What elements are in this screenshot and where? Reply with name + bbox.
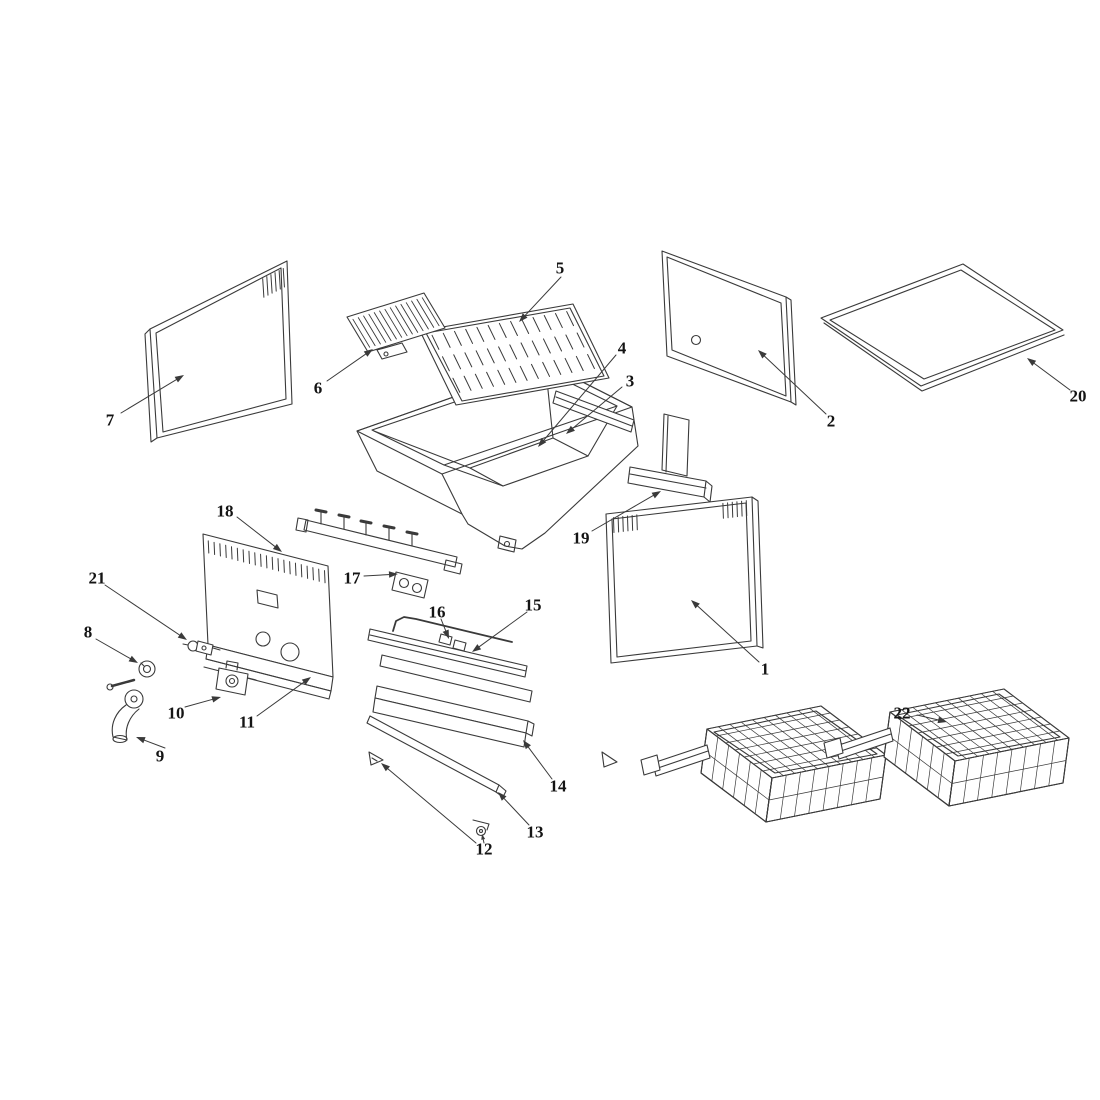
part-7-left-side-panel bbox=[144, 260, 293, 443]
part-20-cover-sheet bbox=[820, 263, 1065, 392]
part-label-4: 4 bbox=[617, 338, 627, 358]
part-label-19: 19 bbox=[572, 528, 590, 548]
manifold-bolts bbox=[314, 508, 419, 547]
vent-slots bbox=[207, 540, 326, 584]
part-label-9: 9 bbox=[155, 746, 165, 766]
part-label-15: 15 bbox=[524, 595, 542, 615]
part-12-fasteners bbox=[368, 751, 618, 837]
vent-slots bbox=[612, 500, 748, 534]
part-label-20: 20 bbox=[1069, 386, 1087, 406]
part-label-16: 16 bbox=[428, 602, 446, 622]
part-label-22: 22 bbox=[893, 703, 911, 723]
part-14-bottom-channel bbox=[372, 685, 535, 748]
part-6-burner-grate bbox=[346, 292, 446, 360]
part-2-rear-panel bbox=[661, 250, 797, 406]
part-18-front-panel bbox=[202, 533, 334, 700]
part-label-11: 11 bbox=[238, 712, 256, 732]
part-label-14: 14 bbox=[549, 776, 567, 796]
part-9-drain-faucet bbox=[106, 678, 144, 744]
part-label-5: 5 bbox=[555, 258, 565, 278]
part-label-3: 3 bbox=[625, 371, 635, 391]
part-label-13: 13 bbox=[526, 822, 544, 842]
part-15-support-rail bbox=[367, 628, 533, 703]
part-label-10: 10 bbox=[167, 703, 185, 723]
fry-basket-right bbox=[823, 688, 1070, 807]
fry-basket-left bbox=[640, 705, 887, 823]
part-label-1: 1 bbox=[760, 659, 770, 679]
part-label-17: 17 bbox=[343, 568, 361, 588]
part-22-fry-baskets bbox=[640, 688, 1070, 823]
part-1-right-side-panel bbox=[605, 496, 764, 664]
part-21-pilot-fitting bbox=[182, 640, 221, 656]
part-label-18: 18 bbox=[216, 501, 234, 521]
part-label-2: 2 bbox=[826, 411, 836, 431]
part-label-21: 21 bbox=[88, 568, 106, 588]
leader-lines bbox=[95, 276, 1071, 844]
grate-slots bbox=[431, 311, 595, 393]
part-label-7: 7 bbox=[105, 410, 115, 430]
part-10-gas-valve bbox=[215, 660, 257, 696]
part-8-knob bbox=[138, 660, 156, 678]
part-19-support-bracket bbox=[627, 413, 713, 503]
part-label-6: 6 bbox=[313, 378, 323, 398]
burner-hatch bbox=[352, 297, 440, 348]
part-17-burner-manifold bbox=[295, 508, 463, 599]
part-label-12: 12 bbox=[475, 839, 493, 859]
part-label-8: 8 bbox=[83, 622, 93, 642]
vent-slots bbox=[262, 267, 285, 298]
